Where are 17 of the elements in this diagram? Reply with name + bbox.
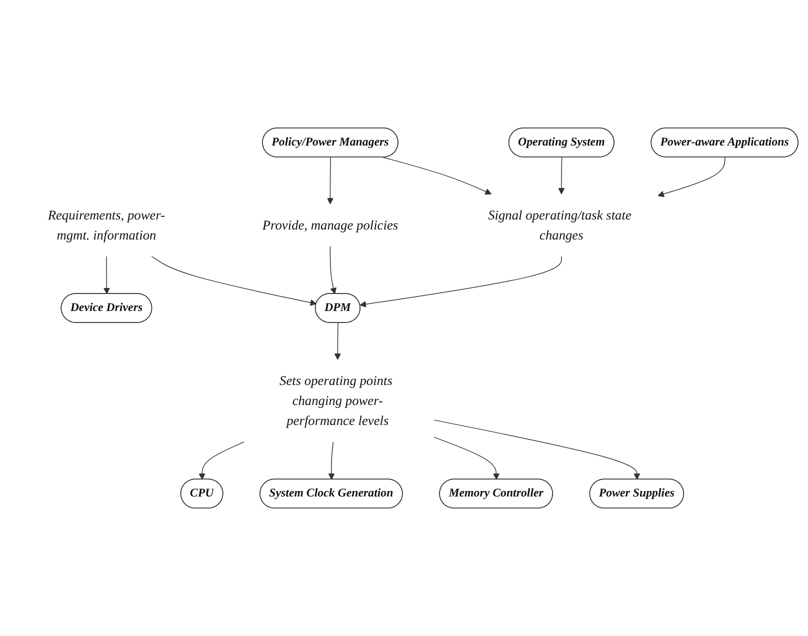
arrow [434, 420, 640, 480]
arrow [434, 436, 500, 480]
arrow [658, 156, 726, 198]
node-text: Sets operating points changing power-performance levels [280, 372, 392, 428]
arrow [328, 442, 335, 480]
arrow [151, 256, 317, 306]
node-text: Signal operating/task state changes [488, 207, 632, 242]
node-text: Provide, manage policies [262, 217, 398, 232]
arrow [330, 246, 337, 294]
arrow [334, 322, 341, 360]
arrow [198, 442, 244, 480]
arrow [326, 156, 334, 204]
arrow [360, 256, 562, 308]
arrow [382, 156, 492, 195]
arrow [558, 156, 565, 194]
arrow [103, 256, 110, 294]
node-text: Requirements, power-mgmt. information [48, 207, 166, 242]
